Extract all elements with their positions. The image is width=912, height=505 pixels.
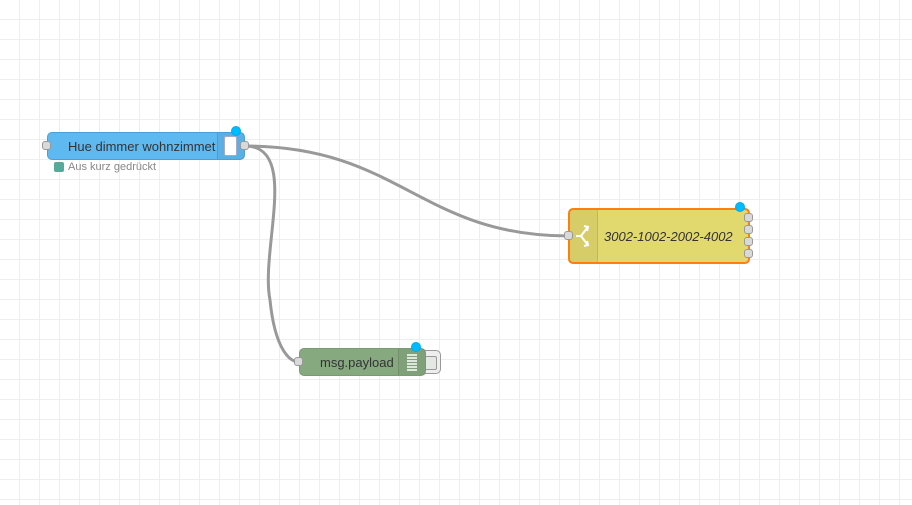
node-status-text: Aus kurz gedrückt	[68, 161, 157, 173]
switch-node[interactable]: 3002-1002-2002-4002	[568, 208, 750, 264]
hue-dimmer-node[interactable]: Hue dimmer wohnzimmet	[47, 132, 245, 160]
status-icon	[54, 162, 64, 172]
hue-input-port[interactable]	[42, 141, 51, 150]
node-icon-area	[570, 210, 598, 262]
switch-output-port-2[interactable]	[744, 225, 753, 234]
changed-indicator-icon	[231, 126, 241, 136]
hue-output-port[interactable]	[240, 141, 249, 150]
dimmer-remote-icon	[224, 136, 237, 156]
switch-output-port-3[interactable]	[744, 237, 753, 246]
wire-hue-to-switch[interactable]	[244, 144, 570, 238]
node-label: Hue dimmer wohnzimmet	[68, 139, 216, 154]
debug-input-port[interactable]	[294, 357, 303, 366]
node-icon-area	[217, 133, 244, 159]
node-label: 3002-1002-2002-4002	[604, 229, 733, 244]
changed-indicator-icon	[735, 202, 745, 212]
node-icon-area	[398, 349, 425, 375]
node-label: msg.payload	[320, 355, 394, 370]
switch-icon	[576, 225, 590, 247]
wire-hue-to-debug[interactable]	[244, 144, 300, 364]
switch-input-port[interactable]	[564, 231, 573, 240]
switch-output-port-1[interactable]	[744, 213, 753, 222]
switch-output-port-4[interactable]	[744, 249, 753, 258]
changed-indicator-icon	[411, 342, 421, 352]
debug-node[interactable]: msg.payload	[299, 348, 426, 376]
debug-list-icon	[407, 354, 417, 371]
